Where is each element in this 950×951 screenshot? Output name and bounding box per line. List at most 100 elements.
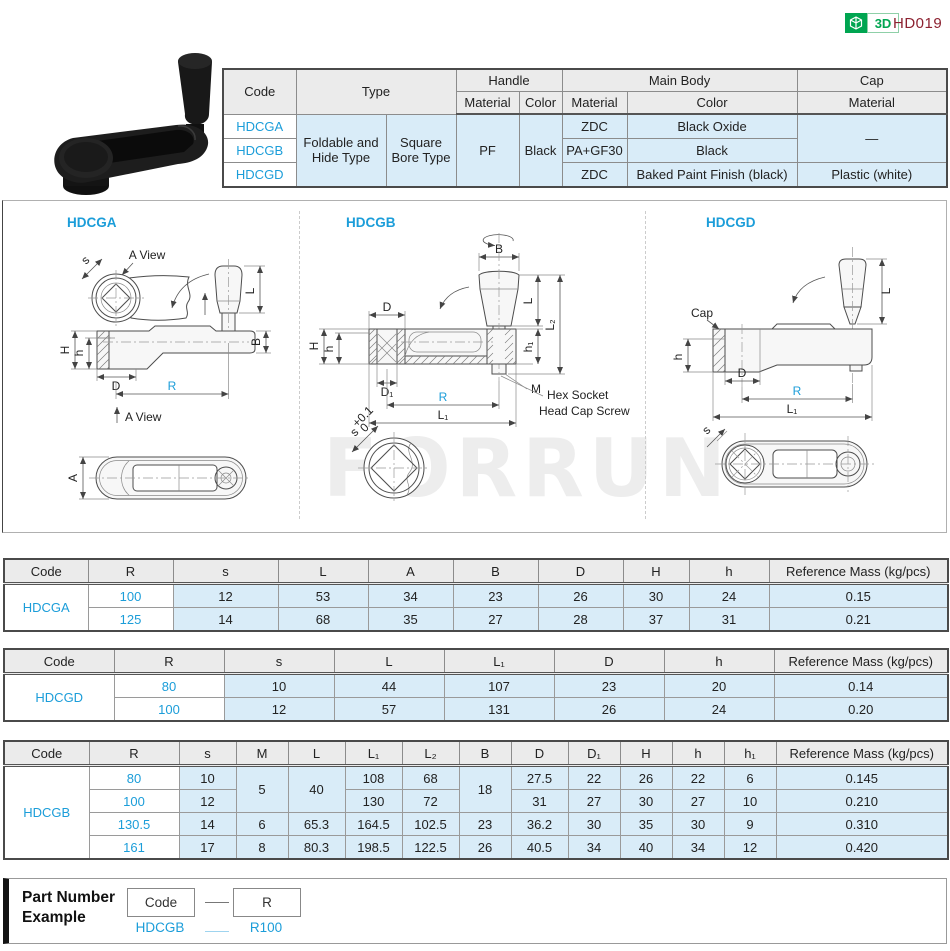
drawing-title-hdcgd: HDCGD [706, 215, 756, 230]
spec-type-1: Foldable and Hide Type [295, 113, 387, 188]
dim-D: D [383, 300, 392, 314]
code-link-hdcgb[interactable]: HDCGB [222, 138, 297, 163]
dim-B: B [495, 242, 503, 256]
dim-s: s [78, 253, 92, 267]
spec-type-2: Square Bore Type [385, 113, 457, 188]
r-value[interactable]: 100 [87, 583, 174, 608]
dim-H: H [307, 342, 321, 351]
drawing-hdcgd: L Cap h D R L₁ s [671, 247, 893, 495]
code-link-hdcgb[interactable]: HDCGB [3, 765, 90, 860]
r-value[interactable]: 80 [113, 673, 225, 698]
divider [299, 211, 300, 519]
dim-L2: L₂ [543, 319, 557, 331]
dim-H: H [59, 346, 72, 355]
spec-body-material-1: ZDC [561, 113, 628, 139]
part-number-code-value: HDCGB [135, 920, 185, 935]
drawing-hdcgb: B D H h D₁ R L₁ [307, 233, 630, 504]
dim-D: D [738, 366, 747, 380]
code-link-hdcgd[interactable]: HDCGD [222, 162, 297, 188]
dim-h: h [671, 354, 685, 361]
part-number-r-value: R100 [249, 920, 283, 935]
dim-R: R [168, 379, 177, 393]
divider [645, 211, 646, 519]
spec-header-row-2: Material Color Material Color Material [223, 91, 948, 115]
spec-h-handle-material: Material [455, 91, 520, 115]
spec-h-type: Type [295, 68, 457, 115]
dim-L1: L₁ [787, 402, 798, 416]
spec-body-color-2: Black [626, 138, 798, 163]
dim-h: h [322, 346, 336, 353]
dim-L: L [521, 297, 535, 304]
drawing-hdcga: A View s L B H h D R [59, 248, 271, 500]
drawing-title-hdcgb: HDCGB [346, 215, 396, 230]
spec-h-body-color: Color [626, 91, 798, 115]
part-number-dash [205, 902, 229, 903]
spec-table: Code Type Handle Main Body Cap Material … [222, 68, 949, 188]
product-photo [28, 40, 228, 203]
screw-note-line1: Hex Socket [547, 388, 609, 402]
spec-h-main-body: Main Body [561, 68, 798, 92]
spec-row-hdcgd: HDCGD ZDC Baked Paint Finish (black) Pla… [222, 162, 948, 188]
spec-header-row-1: Code Type Handle Main Body Cap [222, 68, 948, 115]
dim-R: R [439, 390, 448, 404]
spec-h-handle: Handle [455, 68, 563, 92]
3d-badge[interactable]: 3D [845, 13, 899, 33]
cap-label: Cap [691, 306, 713, 320]
spec-h-code: Code [222, 68, 297, 115]
spec-body-material-2: PA+GF30 [561, 138, 628, 163]
dim-h: h [72, 350, 86, 357]
dim-L: L [879, 287, 893, 294]
spec-body-color-1: Black Oxide [626, 113, 798, 139]
3d-cube-icon [845, 13, 867, 33]
spec-body-color-3: Baked Paint Finish (black) [626, 162, 798, 188]
3d-badge-label: 3D [867, 13, 899, 33]
spec-h-handle-color: Color [518, 91, 563, 115]
part-number-dash-blue [205, 931, 229, 932]
dim-M: M [531, 382, 541, 396]
a-view-label-top: A View [129, 248, 166, 262]
spec-h-cap: Cap [796, 68, 948, 92]
spec-h-cap-material: Material [796, 91, 948, 115]
spec-body-material-3: ZDC [561, 162, 628, 188]
spec-handle-material: PF [455, 113, 520, 188]
dim-R: R [793, 384, 802, 398]
dim-L: L [243, 287, 257, 294]
code-link-hdcga[interactable]: HDCGA [3, 583, 89, 632]
page-code: HD019 [893, 15, 943, 32]
r-value[interactable]: 100 [88, 789, 180, 813]
code-link-hdcgd[interactable]: HDCGD [3, 673, 115, 722]
r-value[interactable]: 125 [87, 607, 174, 632]
screw-note-line2: Head Cap Screw [539, 404, 630, 418]
dim-h1: h₁ [521, 342, 535, 353]
r-value[interactable]: 100 [113, 697, 225, 722]
part-number-code-box: Code [127, 888, 195, 917]
r-value[interactable]: 80 [88, 765, 180, 790]
dim-L1: L₁ [438, 408, 449, 422]
code-link-hdcga[interactable]: HDCGA [222, 113, 297, 139]
spec-row-hdcgb: HDCGB PA+GF30 Black [222, 138, 947, 163]
spec-row-hdcga: HDCGA Foldable and Hide Type Square Bore… [222, 113, 948, 188]
spec-cap-material-3: Plastic (white) [796, 162, 948, 188]
part-number-r-box: R [233, 888, 301, 917]
spec-handle-color: Black [518, 113, 563, 188]
drawings-panel: FORRUN HDCGA HDCGB HDCGD A View s L B H [2, 200, 947, 533]
a-view-label-bottom: A View [125, 410, 162, 424]
r-value[interactable]: 130.5 [88, 812, 180, 836]
drawing-title-hdcga: HDCGA [67, 215, 117, 230]
spec-h-body-material: Material [561, 91, 628, 115]
r-value[interactable]: 161 [88, 835, 180, 860]
